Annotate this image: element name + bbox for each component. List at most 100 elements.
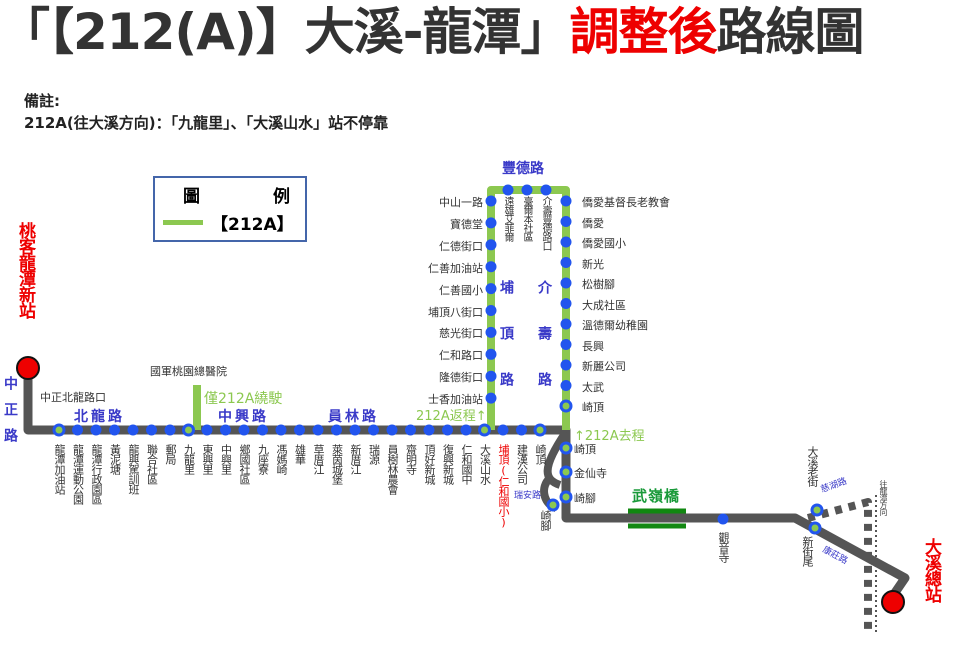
stop-label: 崎腳 — [539, 510, 552, 530]
stop-label: 仁和路口 — [439, 349, 483, 363]
bus-stop-icon[interactable] — [485, 305, 497, 316]
stop-label: 僑愛 — [582, 216, 604, 230]
bus-stop-icon[interactable] — [257, 424, 268, 436]
bus-stop-icon[interactable] — [423, 424, 435, 436]
bus-stop-icon[interactable] — [460, 424, 472, 436]
bus-stop-icon[interactable] — [52, 423, 66, 437]
bus-stop-icon[interactable] — [182, 423, 195, 437]
bus-stop-icon[interactable] — [540, 184, 552, 196]
bus-stop-icon[interactable] — [405, 424, 416, 436]
bus-stop-icon[interactable] — [485, 370, 497, 382]
bus-stop-icon[interactable] — [502, 184, 514, 196]
bus-stop-icon[interactable] — [559, 441, 573, 455]
note-text: 212A(往大溪方向)：「九龍里」、「大溪山水」站不停靠 — [24, 114, 389, 132]
bus-stop-icon[interactable] — [560, 216, 572, 227]
bus-stop-icon[interactable] — [560, 380, 572, 391]
bus-stop-icon[interactable] — [559, 490, 573, 504]
bus-stop-icon[interactable] — [560, 339, 572, 350]
bus-stop-icon[interactable] — [164, 424, 176, 436]
stop-label: 長興 — [582, 339, 604, 353]
bus-stop-icon[interactable] — [546, 498, 560, 512]
bus-stop-icon[interactable] — [559, 399, 573, 413]
stop-label: 建漢公司 — [515, 444, 529, 484]
terminal-start-icon[interactable] — [16, 356, 40, 380]
bus-stop-icon[interactable] — [485, 392, 497, 404]
bus-stop-icon[interactable] — [560, 277, 572, 289]
return-note: 212A返程↑ — [416, 409, 487, 424]
stop-label: 龍潭行政園區 — [90, 444, 103, 504]
note-heading: 備註: — [24, 92, 60, 110]
bus-stop-icon[interactable] — [109, 424, 120, 436]
bus-stop-icon[interactable] — [368, 424, 379, 436]
bus-stop-icon[interactable] — [312, 424, 324, 436]
stop-label: 仁和國中 — [460, 444, 473, 484]
title-main: 「【212(A)】大溪-龍潭」 — [0, 3, 571, 61]
bus-stop-icon[interactable] — [485, 326, 497, 338]
bus-stop-icon[interactable] — [560, 359, 572, 371]
stop-label: 仁德街口 — [439, 239, 483, 253]
stop-label: 國軍桃園總醫院 — [150, 365, 227, 378]
stop-label: 九座寮 — [256, 444, 270, 474]
bus-stop-icon[interactable] — [485, 217, 497, 229]
bus-stop-icon[interactable] — [559, 465, 573, 479]
bus-stop-icon[interactable] — [72, 424, 83, 436]
stop-label: 仁善加油站 — [428, 261, 483, 275]
bus-stop-icon[interactable] — [386, 424, 398, 436]
bus-stop-icon[interactable] — [201, 424, 213, 436]
stop-label: 齋明寺 — [404, 444, 418, 474]
bus-stop-icon[interactable] — [516, 424, 527, 436]
terminal-end-label: 大溪總站 — [921, 538, 941, 602]
stop-label: 大溪老街 — [806, 446, 819, 486]
bus-stop-icon[interactable] — [127, 424, 139, 436]
stop-label: 郵局 — [164, 444, 177, 464]
bus-stop-icon[interactable] — [521, 184, 533, 196]
road-jieshou: 介壽路 — [536, 280, 552, 418]
stop-label: 萊茵城堡 — [330, 444, 344, 484]
bus-stop-icon[interactable] — [485, 239, 497, 251]
stop-label: 九龍里 — [182, 444, 196, 474]
road-zhongxing: 中興路 — [218, 409, 269, 425]
bus-stop-icon[interactable] — [560, 195, 572, 207]
bus-stop-icon[interactable] — [808, 521, 822, 535]
stop-label: 崎頂 — [574, 443, 596, 456]
detour-note: 僅212A繞駛 — [204, 391, 283, 407]
bus-stop-icon[interactable] — [146, 424, 157, 436]
bus-stop-icon[interactable] — [485, 283, 497, 295]
stop-label: 崎頂 — [582, 401, 604, 414]
note: 備註: 212A(往大溪方向)：「九龍里」、「大溪山水」站不停靠 — [24, 90, 388, 134]
stop-label: 龍潭加油站 — [53, 444, 66, 494]
bus-stop-icon[interactable] — [349, 424, 361, 436]
bus-stop-icon[interactable] — [560, 318, 572, 330]
stop-label: 草厝江 — [312, 444, 325, 474]
bus-stop-icon[interactable] — [331, 424, 342, 436]
stop-label: 新街尾 — [801, 536, 814, 566]
bus-stop-icon[interactable] — [275, 424, 287, 436]
bus-stop-icon[interactable] — [220, 424, 231, 436]
terminal-end-icon[interactable] — [881, 590, 905, 614]
bus-stop-icon[interactable] — [478, 423, 491, 437]
bus-stop-icon[interactable] — [238, 424, 250, 436]
bus-stop-icon[interactable] — [533, 423, 547, 437]
stop-label: 仁善國小 — [439, 283, 483, 297]
bus-stop-icon[interactable] — [810, 503, 824, 517]
bus-stop-icon[interactable] — [560, 298, 572, 309]
stop-label: 慈光街口 — [439, 327, 483, 341]
road-wuling-bridge: 武嶺橋 — [632, 487, 681, 505]
bus-stop-icon[interactable] — [497, 424, 509, 436]
bus-stop-icon[interactable] — [294, 424, 305, 436]
bus-stop-icon[interactable] — [560, 257, 572, 268]
bridge-icon — [628, 508, 686, 529]
bus-stop-icon[interactable] — [717, 513, 729, 525]
stop-label: 頂好新城 — [423, 444, 436, 484]
stop-label: 埔頂八街口 — [428, 305, 483, 319]
road-beilong: 北龍路 — [74, 409, 125, 425]
stop-label: 介壽豐德路口 — [540, 196, 551, 250]
bus-stop-icon[interactable] — [485, 261, 497, 273]
bus-stop-icon[interactable] — [90, 424, 102, 436]
bus-stop-icon[interactable] — [485, 195, 497, 207]
stop-label: 馮媽崎 — [275, 444, 288, 474]
bus-stop-icon[interactable] — [560, 236, 572, 248]
title-suffix: 路線圖 — [716, 3, 865, 61]
bus-stop-icon[interactable] — [485, 348, 497, 360]
bus-stop-icon[interactable] — [442, 424, 453, 436]
